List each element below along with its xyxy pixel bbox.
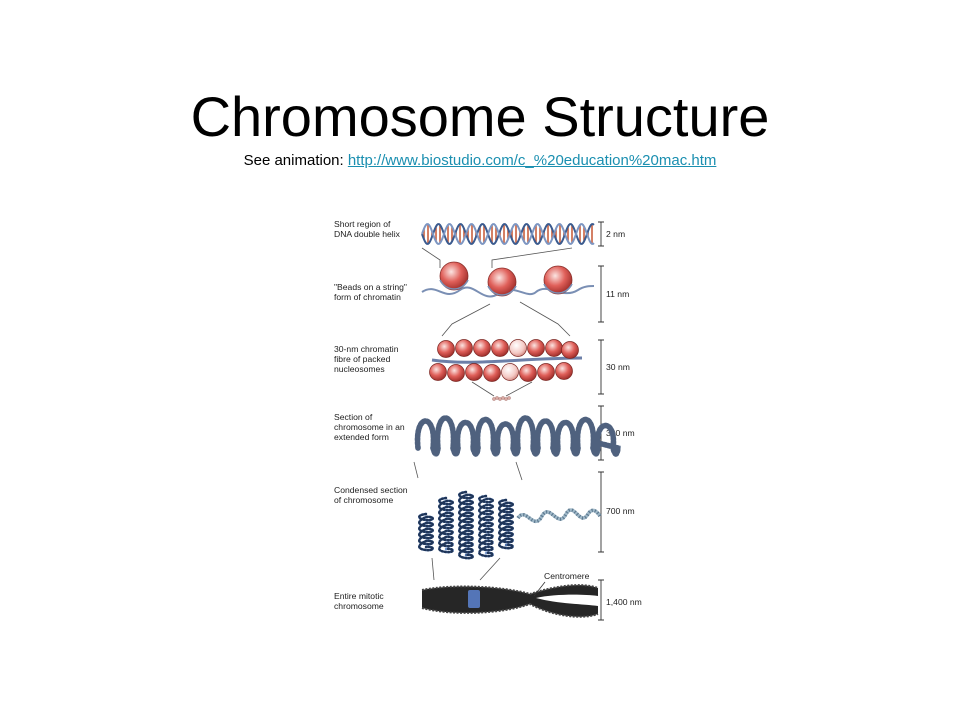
nucleosome-bead xyxy=(483,364,501,382)
nucleosome-bead xyxy=(545,339,563,357)
level-3-label-line-2: fibre of packed xyxy=(334,354,391,364)
level-5-label-line-2: of chromosome xyxy=(334,495,393,505)
size-label-11nm: 11 nm xyxy=(606,289,629,299)
nucleosome-bead xyxy=(465,363,483,381)
level-5-label-line-1: Condensed section xyxy=(334,485,408,495)
linker-beads xyxy=(492,396,511,401)
condensed-coil-texture xyxy=(438,496,454,554)
chromatin-fibre-30nm xyxy=(429,339,583,382)
svg-text:"Beads on a string"form of chr: "Beads on a string"form of chromatin xyxy=(334,282,407,302)
beads-on-string xyxy=(421,261,595,298)
nucleosome-bead xyxy=(555,362,573,380)
nucleosome-bead xyxy=(473,339,491,357)
level-1-label-line-2: DNA double helix xyxy=(334,229,401,239)
condensed-coil-texture xyxy=(418,512,434,552)
condensed-coil-texture xyxy=(498,498,514,550)
nucleosome-bead xyxy=(527,339,545,357)
extended-chromosome-section xyxy=(414,415,622,457)
size-labels: 2 nm 11 nm 30 nm 300 nm 700 nm 1,400 nm xyxy=(606,229,642,607)
level-4-label-line-1: Section of xyxy=(334,412,373,422)
condensed-coil-texture xyxy=(478,494,494,558)
level-1-label-line-1: Short region of xyxy=(334,219,391,229)
nucleosome-bead xyxy=(561,341,579,359)
mitotic-chromosome: Centromere xyxy=(421,571,599,618)
nucleosome-bead xyxy=(437,340,455,358)
connector-1-2 xyxy=(421,247,573,268)
size-label-300nm: 300 nm xyxy=(606,428,635,438)
centromere-label: Centromere xyxy=(544,571,590,581)
level-6-label-line-1: Entire mitotic xyxy=(334,591,384,601)
condensed-chromosome-section xyxy=(418,490,602,560)
size-label-30nm: 30 nm xyxy=(606,362,630,372)
nucleosome-bead xyxy=(519,364,537,382)
level-4-label-line-2: chromosome in an xyxy=(334,422,405,432)
level-3-label-line-3: nucleosomes xyxy=(334,364,385,374)
connector-4-5 xyxy=(413,461,523,481)
nucleosome-bead xyxy=(501,363,519,381)
nucleosome-bead xyxy=(509,339,527,357)
subtitle-prefix: See animation: xyxy=(243,152,348,169)
nucleosome-bead xyxy=(537,363,555,381)
level-2-label-line-1: "Beads on a string" xyxy=(334,282,407,292)
slide-subtitle: See animation: http://www.biostudio.com/… xyxy=(0,152,960,169)
level-2-label-line-2: form of chromatin xyxy=(334,292,401,302)
connector-3-4 xyxy=(471,381,533,397)
size-label-700nm: 700 nm xyxy=(606,506,635,516)
size-label-1400nm: 1,400 nm xyxy=(606,597,642,607)
animation-link[interactable]: http://www.biostudio.com/c_%20education%… xyxy=(347,152,717,169)
slide-title: Chromosome Structure xyxy=(190,85,770,148)
level-4-label-line-3: extended form xyxy=(334,432,389,442)
nucleosome-bead xyxy=(455,339,473,357)
size-label-2nm: 2 nm xyxy=(606,229,625,239)
nucleosome-bead xyxy=(491,339,509,357)
nucleosome-bead xyxy=(429,363,447,381)
size-bars xyxy=(598,221,604,621)
connector-2-3 xyxy=(441,301,571,337)
level-3-label-line-1: 30-nm chromatin xyxy=(334,344,399,354)
level-6-label-line-2: chromosome xyxy=(334,601,384,611)
condensed-coil-texture xyxy=(458,490,474,560)
connector-5-6 xyxy=(431,557,501,581)
nucleosome-bead xyxy=(447,364,465,382)
dna-double-helix xyxy=(421,223,595,245)
